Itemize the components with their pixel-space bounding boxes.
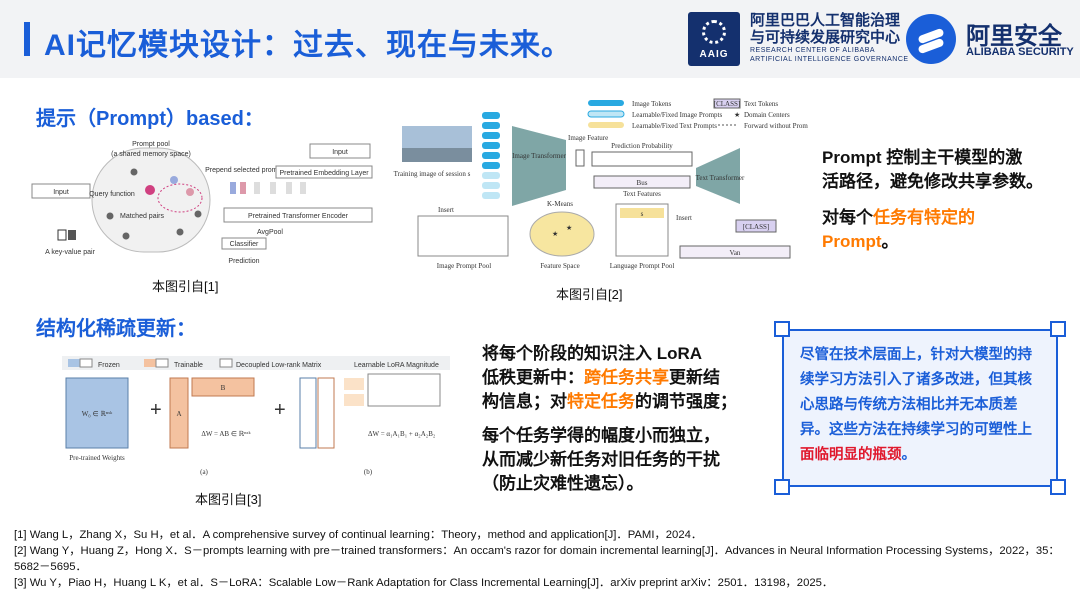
svg-text:Text Transformer: Text Transformer xyxy=(696,174,745,182)
reference-1: [1] Wang L，Zhang X，Su H，et al．A comprehe… xyxy=(14,529,703,541)
section-heading-prompt: 提示（Prompt）based： xyxy=(36,108,264,130)
svg-text:Classifier: Classifier xyxy=(230,241,259,248)
slide-header: AI记忆模块设计：过去、现在与未来。 AAIG 阿里巴巴人工智能治理 与可持续发… xyxy=(0,0,1080,78)
svg-text:Pre-trained Weights: Pre-trained Weights xyxy=(69,454,125,462)
figure2-caption: 本图引自[2] xyxy=(556,287,623,302)
svg-text:Training image of session s: Training image of session s xyxy=(394,170,471,178)
svg-text:Feature Space: Feature Space xyxy=(540,262,579,270)
lora-desc-line1: 将每个阶段的知识注入 LoRA xyxy=(482,344,703,363)
svg-text:+: + xyxy=(274,399,286,421)
figure3-caption: 本图引自[3] xyxy=(195,492,262,507)
svg-text:Prediction Probability: Prediction Probability xyxy=(611,142,673,150)
note-callout-box: 尽管在技术层面上，针对大模型的持续学习方法引入了诸多改进，但其核心思路与传统方法… xyxy=(782,329,1058,487)
security-cn-name: 阿里安全 xyxy=(966,23,1062,50)
slide-title: AI记忆模块设计：过去、现在与未来。 xyxy=(44,29,572,62)
svg-text:Query function: Query function xyxy=(89,191,135,198)
aaig-cn-line1: 阿里巴巴人工智能治理 xyxy=(750,12,901,29)
prompt-desc-line2: 活路径，避免修改共享参数。 xyxy=(822,172,1043,191)
svg-text:B: B xyxy=(221,384,226,392)
lora-desc2-line2: 从而减少新任务对旧任务的干扰 xyxy=(482,450,720,469)
svg-text:Matched pairs: Matched pairs xyxy=(120,213,164,220)
svg-text:Pretrained Embedding Layer: Pretrained Embedding Layer xyxy=(279,170,369,177)
security-en-name: ALIBABA SECURITY xyxy=(966,46,1074,58)
svg-text:Decoupled Low-rank Matrix: Decoupled Low-rank Matrix xyxy=(236,362,322,369)
aaig-en-line1: RESEARCH CENTER OF ALIBABA xyxy=(750,47,876,54)
svg-text:Domain Centers: Domain Centers xyxy=(744,111,790,119)
note-corner-tl xyxy=(774,321,790,337)
aaig-org-name: 阿里巴巴人工智能治理 与可持续发展研究中心 RESEARCH CENTER OF… xyxy=(750,12,909,64)
prompt-description: Prompt 控制主干模型的激 活路径，避免修改共享参数。 对每个任务有特定的 … xyxy=(822,146,1072,254)
note-corner-tr xyxy=(1050,321,1066,337)
svg-text:AvgPool: AvgPool xyxy=(257,229,283,236)
svg-text:Prepend selected prompts: Prepend selected prompts xyxy=(205,167,287,174)
svg-text:Prompt pool: Prompt pool xyxy=(132,141,170,148)
svg-text:K-Means: K-Means xyxy=(547,200,573,208)
svg-text:Trainable: Trainable xyxy=(174,362,203,369)
svg-text:Insert: Insert xyxy=(438,206,454,214)
references: [1] Wang L，Zhang X，Su H，et al．A comprehe… xyxy=(14,527,1074,591)
svg-text:Input: Input xyxy=(332,149,348,156)
figure-s-prompts: Image Tokens Learnable/Fixed Image Promp… xyxy=(394,98,808,270)
svg-text:Frozen: Frozen xyxy=(98,362,120,369)
svg-text:ΔW = α₁A₁B₁ + α₂A₂B₂: ΔW = α₁A₁B₁ + α₂A₂B₂ xyxy=(368,430,436,438)
figure-prompt-pool: Prompt pool (a shared memory space) Inpu… xyxy=(31,141,373,265)
title-accent-bar xyxy=(24,22,30,56)
figure-s-lora: Frozen Trainable Decoupled Low-rank Matr… xyxy=(62,356,450,476)
svg-text:★: ★ xyxy=(734,111,740,119)
svg-text:Image Prompt Pool: Image Prompt Pool xyxy=(437,262,491,270)
svg-text:[CLASS]: [CLASS] xyxy=(714,100,740,108)
svg-text:Insert: Insert xyxy=(676,214,692,222)
svg-text:(a shared memory space): (a shared memory space) xyxy=(111,151,191,158)
svg-text:A: A xyxy=(176,410,181,418)
figure1-caption: 本图引自[1] xyxy=(152,279,219,294)
lora-desc2-line1: 每个任务学得的幅度小而独立， xyxy=(482,426,720,445)
svg-text:ΔW = AB ∈ ℝⁿˣᵏ: ΔW = AB ∈ ℝⁿˣᵏ xyxy=(201,430,251,438)
svg-text:★: ★ xyxy=(552,230,558,238)
svg-text:Language Prompt Pool: Language Prompt Pool xyxy=(610,262,675,270)
svg-text:Pretrained Transformer Encoder: Pretrained Transformer Encoder xyxy=(248,213,349,220)
svg-text:Input: Input xyxy=(53,189,69,196)
note-corner-br xyxy=(1050,479,1066,495)
lora-description: 将每个阶段的知识注入 LoRA 低秩更新中：跨任务共享更新结 构信息；对特定任务… xyxy=(482,342,772,496)
aaig-cn-line2: 与可持续发展研究中心 xyxy=(750,29,901,46)
svg-text:(a): (a) xyxy=(200,468,208,476)
svg-text:A key-value pair: A key-value pair xyxy=(45,249,95,256)
section-heading-sparse-update: 结构化稀疏更新： xyxy=(36,318,196,340)
svg-text:★: ★ xyxy=(566,224,572,232)
svg-text:Text Features: Text Features xyxy=(623,190,661,198)
svg-text:Image Transformer: Image Transformer xyxy=(512,152,567,160)
prompt-desc2-line1: 对每个任务有特定的 xyxy=(822,208,975,227)
note-text: 尽管在技术层面上，针对大模型的持续学习方法引入了诸多改进，但其核心思路与传统方法… xyxy=(800,347,1032,463)
svg-text:Learnable/Fixed Text Prompts: Learnable/Fixed Text Prompts xyxy=(632,122,717,130)
svg-text:Bus: Bus xyxy=(637,179,648,187)
note-corner-bl xyxy=(774,479,790,495)
lora-desc-line2: 低秩更新中：跨任务共享更新结 xyxy=(482,368,720,387)
svg-text:+: + xyxy=(150,399,162,421)
prompt-desc2-line2: Prompt。 xyxy=(822,232,899,251)
svg-text:Image Feature: Image Feature xyxy=(568,134,608,142)
svg-text:Learnable LoRA Magnitude: Learnable LoRA Magnitude xyxy=(354,362,439,369)
svg-text:Van: Van xyxy=(730,249,741,257)
svg-text:[CLASS]: [CLASS] xyxy=(743,223,769,231)
svg-text:Image Tokens: Image Tokens xyxy=(632,100,672,108)
aaig-logo-icon: AAIG xyxy=(688,12,740,66)
svg-text:Prediction: Prediction xyxy=(228,258,259,265)
reference-2: [2] Wang Y，Huang Z，Hong X．S－prompts lear… xyxy=(14,545,1060,573)
lora-desc2-line3: （防止灾难性遗忘）。 xyxy=(482,474,644,493)
svg-text:W₀ ∈ ℝⁿˣᵏ: W₀ ∈ ℝⁿˣᵏ xyxy=(82,410,113,418)
aaig-en-line2: ARTIFICIAL INTELLIGENCE GOVERNANCE xyxy=(750,56,909,63)
reference-3: [3] Wu Y，Piao H，Huang L K，et al．S－LoRA：S… xyxy=(14,577,834,589)
prompt-desc-line1: Prompt 控制主干模型的激 xyxy=(822,148,1023,167)
svg-text:Learnable/Fixed Image Prompts: Learnable/Fixed Image Prompts xyxy=(632,111,722,119)
alibaba-security-logo-icon xyxy=(906,14,956,64)
svg-text:Forward without Prompts: Forward without Prompts xyxy=(744,122,808,130)
svg-text:s: s xyxy=(641,210,644,218)
lora-desc-line3: 构信息；对特定任务的调节强度； xyxy=(482,392,737,411)
svg-text:(b): (b) xyxy=(364,468,373,476)
svg-text:Text Tokens: Text Tokens xyxy=(744,100,778,108)
